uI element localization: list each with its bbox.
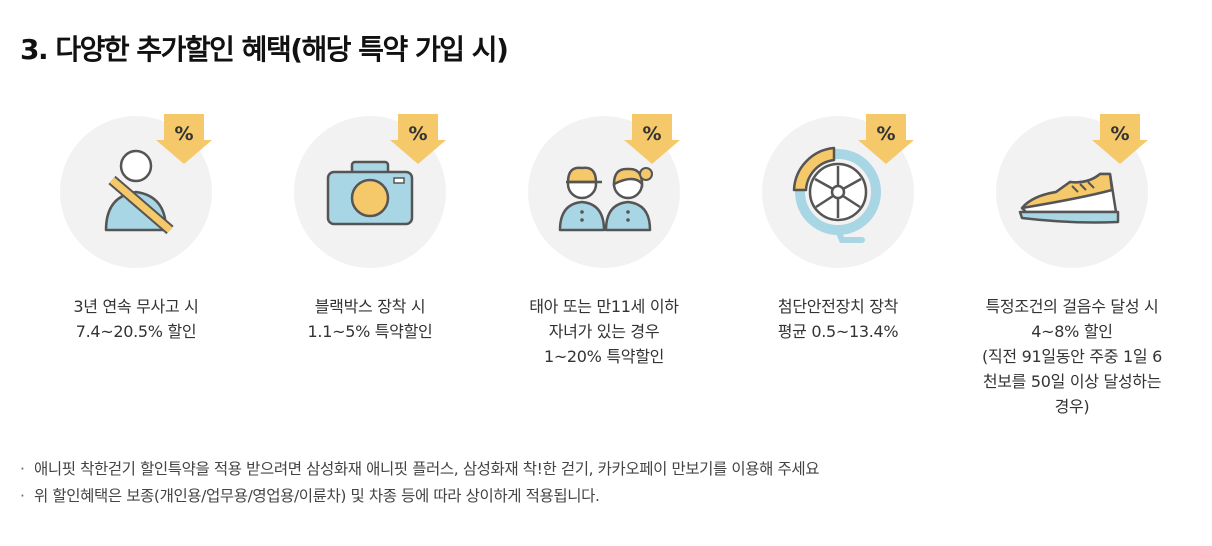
- benefit-text-line: 천보를 50일 이상 달성하는: [982, 372, 1162, 391]
- benefit-description: 블랙박스 장착 시 1.1~5% 특약할인: [253, 294, 487, 344]
- benefit-text-line: (직전 91일동안 주중 1일 6: [982, 347, 1162, 366]
- notes-list: · 애니핏 착한걷기 할인특약을 적용 받으려면 삼성화재 애니핏 플러스, 삼성…: [20, 456, 820, 510]
- benefit-item-safety-device: % 첨단안전장치 장착 평균 0.5~13.4%: [721, 112, 955, 442]
- benefit-icon-wrap: %: [290, 112, 450, 272]
- percent-icon: %: [642, 123, 662, 145]
- discount-badge: %: [390, 114, 446, 164]
- discount-badge: %: [1092, 114, 1148, 164]
- benefit-item-accident-free: % 3년 연속 무사고 시 7.4~20.5% 할인: [19, 112, 253, 442]
- benefit-icon-wrap: %: [758, 112, 918, 272]
- note-text: 애니핏 착한걷기 할인특약을 적용 받으려면 삼성화재 애니핏 플러스, 삼성화…: [34, 460, 820, 478]
- benefit-item-walking: % 특정조건의 걸음수 달성 시 4~8% 할인 (직전 91일동안 주중 1일…: [955, 112, 1189, 442]
- percent-icon: %: [408, 123, 428, 145]
- benefit-icon-wrap: %: [524, 112, 684, 272]
- discount-badge: %: [858, 114, 914, 164]
- benefit-text-line: 평균 0.5~13.4%: [777, 322, 899, 341]
- discount-badge: %: [156, 114, 212, 164]
- benefit-icon-wrap: %: [56, 112, 216, 272]
- benefit-item-blackbox: % 블랙박스 장착 시 1.1~5% 특약할인: [253, 112, 487, 442]
- benefit-description: 3년 연속 무사고 시 7.4~20.5% 할인: [19, 294, 253, 344]
- benefit-description: 특정조건의 걸음수 달성 시 4~8% 할인 (직전 91일동안 주중 1일 6…: [955, 294, 1189, 419]
- benefit-text-line: 3년 연속 무사고 시: [73, 297, 199, 316]
- percent-icon: %: [1110, 123, 1130, 145]
- note-text: 위 할인혜택은 보종(개인용/업무용/영업용/이륜차) 및 차종 등에 따라 상…: [34, 487, 600, 505]
- page-title: 3. 다양한 추가할인 혜택(해당 특약 가입 시): [20, 33, 509, 66]
- note-item: · 애니핏 착한걷기 할인특약을 적용 받으려면 삼성화재 애니핏 플러스, 삼성…: [20, 456, 820, 483]
- benefit-list: % 3년 연속 무사고 시 7.4~20.5% 할인 % 블랙박스 장착 시: [19, 112, 1189, 442]
- discount-badge: %: [624, 114, 680, 164]
- benefit-text-line: 경우): [1054, 397, 1090, 416]
- benefit-description: 첨단안전장치 장착 평균 0.5~13.4%: [721, 294, 955, 344]
- percent-icon: %: [174, 123, 194, 145]
- benefit-text-line: 자녀가 있는 경우: [548, 322, 660, 341]
- benefit-item-children: % 태아 또는 만11세 이하 자녀가 있는 경우 1~20% 특약할인: [487, 112, 721, 442]
- bullet-icon: ·: [20, 487, 25, 505]
- benefit-text-line: 1~20% 특약할인: [543, 347, 665, 366]
- bullet-icon: ·: [20, 460, 25, 478]
- benefit-text-line: 블랙박스 장착 시: [314, 297, 426, 316]
- benefit-text-line: 1.1~5% 특약할인: [307, 322, 433, 341]
- note-item: · 위 할인혜택은 보종(개인용/업무용/영업용/이륜차) 및 차종 등에 따라 …: [20, 483, 819, 510]
- benefit-text-line: 특정조건의 걸음수 달성 시: [985, 297, 1159, 316]
- benefit-text-line: 7.4~20.5% 할인: [75, 322, 197, 341]
- benefit-text-line: 4~8% 할인: [1031, 322, 1113, 341]
- benefit-text-line: 태아 또는 만11세 이하: [529, 297, 679, 316]
- benefit-icon-wrap: %: [992, 112, 1152, 272]
- benefit-text-line: 첨단안전장치 장착: [777, 297, 899, 316]
- percent-icon: %: [876, 123, 896, 145]
- benefit-description: 태아 또는 만11세 이하 자녀가 있는 경우 1~20% 특약할인: [487, 294, 721, 369]
